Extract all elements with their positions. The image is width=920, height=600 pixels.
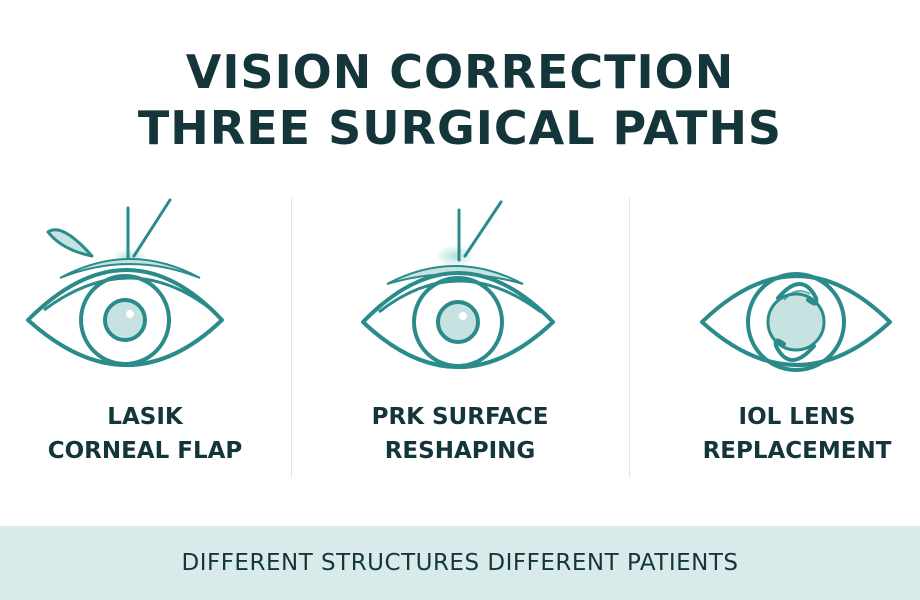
label-prk: PRK SURFACE RESHAPING: [315, 400, 605, 468]
divider-right: [629, 198, 630, 478]
eye-prk-surface-icon: [361, 200, 555, 369]
label-iol-line-2: REPLACEMENT: [702, 438, 892, 464]
footer-text: DIFFERENT STRUCTURES DIFFERENT PATIENTS: [181, 550, 739, 576]
title-line-2: THREE SURGICAL PATHS: [137, 101, 783, 155]
panel-lasik: LASIK CORNEAL FLAP: [0, 190, 290, 480]
label-prk-line-1: PRK SURFACE: [371, 404, 549, 430]
eye-iol-lens-icon: [700, 272, 892, 372]
footer-banner: DIFFERENT STRUCTURES DIFFERENT PATIENTS: [0, 526, 920, 600]
label-prk-line-2: RESHAPING: [384, 438, 536, 464]
page-title: VISION CORRECTION THREE SURGICAL PATHS: [0, 44, 920, 156]
eye-lasik-flap-icon: [26, 198, 224, 367]
label-iol: IOL LENS REPLACEMENT: [652, 400, 920, 468]
divider-left: [291, 198, 292, 478]
label-lasik: LASIK CORNEAL FLAP: [0, 400, 290, 468]
panel-iol: IOL LENS REPLACEMENT: [652, 190, 920, 480]
panel-prk: PRK SURFACE RESHAPING: [315, 190, 605, 480]
label-iol-line-1: IOL LENS: [738, 404, 856, 430]
label-lasik-line-2: CORNEAL FLAP: [47, 438, 243, 464]
label-lasik-line-1: LASIK: [107, 404, 183, 430]
title-line-1: VISION CORRECTION: [185, 45, 735, 99]
